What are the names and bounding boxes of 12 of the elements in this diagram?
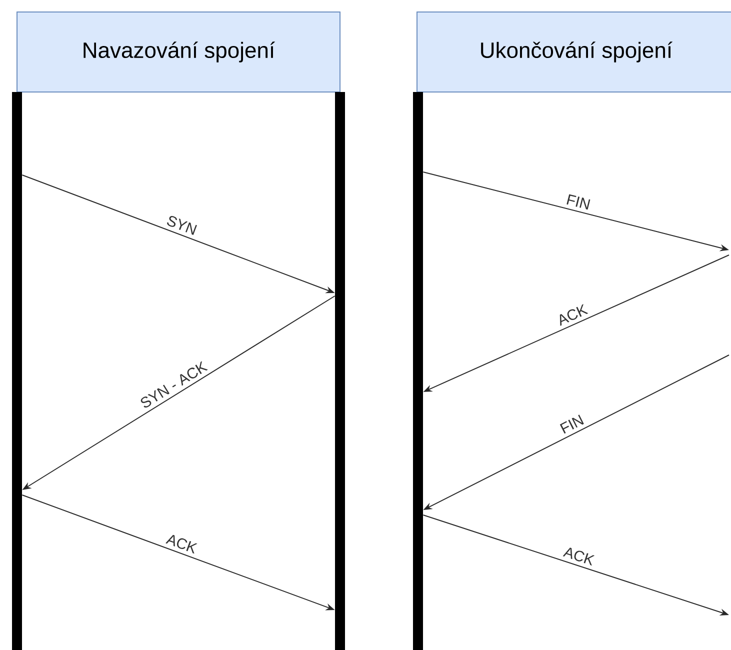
edge-label: FIN	[566, 194, 590, 210]
lifeline-bar	[335, 92, 345, 650]
edge-label: SYN	[167, 216, 197, 235]
header-box: Navazování spojení	[16, 12, 340, 92]
edge-label: ACK	[560, 304, 588, 326]
edge-label: ACK	[562, 548, 595, 566]
edge-label: SYN - ACK	[140, 361, 208, 408]
lifeline-bar	[12, 92, 22, 650]
lifeline-bar	[413, 92, 423, 650]
header-box: Ukončování spojení	[416, 12, 731, 92]
edge-label: FIN	[560, 414, 584, 434]
edge-label: ACK	[166, 534, 198, 554]
